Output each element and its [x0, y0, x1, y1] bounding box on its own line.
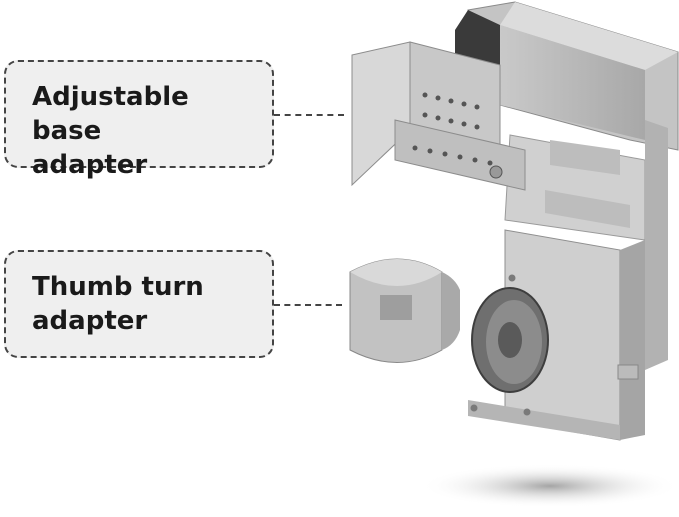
floor-shadow [420, 464, 679, 508]
thumb-turn-adapter-cup [349, 258, 460, 363]
leader-line-thumb [274, 304, 342, 306]
lock-housing [455, 1, 679, 441]
callout-line-2: adapter [32, 150, 148, 180]
leader-line-base [274, 114, 344, 116]
adjustable-base-adapter-bracket [351, 41, 526, 191]
callout-adjustable-base-adapter: Adjustable base adapter [4, 60, 274, 180]
callout-line-1: Thumb turn [32, 272, 204, 302]
callout-line-1: Adjustable base [32, 82, 189, 146]
smart-lock-product-illustration [349, 1, 679, 508]
callout-thumb-turn-adapter: Thumb turn adapter [4, 250, 274, 358]
callout-line-2: adapter [32, 306, 148, 336]
